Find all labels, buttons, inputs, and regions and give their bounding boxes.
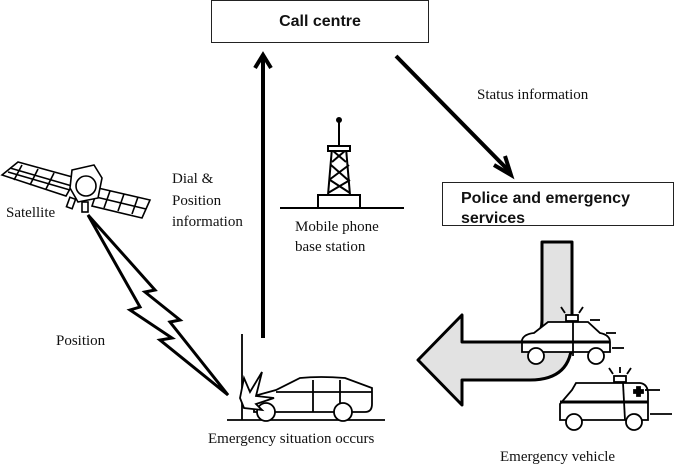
emergency-vehicle-label: Emergency vehicle: [500, 449, 616, 465]
satellite-label: Satellite: [6, 205, 56, 221]
dial-label-line1: Dial &: [172, 171, 214, 187]
mobile-base-label-line2: base station: [295, 239, 366, 255]
mobile-base-label-line1: Mobile phone: [295, 219, 379, 235]
police-services-label: Police and emergency services: [461, 190, 630, 227]
status-information-arrow: [394, 54, 515, 180]
position-signal-bolt-icon: [86, 214, 230, 397]
call-centre-box: Call centre: [211, 0, 429, 43]
emergency-situation-label: Emergency situation occurs: [208, 431, 375, 447]
dial-position-arrow: [253, 51, 273, 338]
mobile-tower-icon: [280, 117, 404, 209]
dial-label-line3: information: [172, 214, 243, 230]
crashed-car-icon: [227, 334, 385, 422]
call-centre-label: Call centre: [279, 12, 361, 30]
dial-label-line2: Position: [172, 193, 222, 209]
police-services-box: Police and emergency services: [442, 182, 674, 227]
status-information-label: Status information: [477, 87, 589, 103]
ambulance-icon: [559, 367, 672, 431]
position-label: Position: [56, 333, 106, 349]
satellite-icon: [0, 161, 152, 219]
police-car-icon: [521, 305, 624, 365]
